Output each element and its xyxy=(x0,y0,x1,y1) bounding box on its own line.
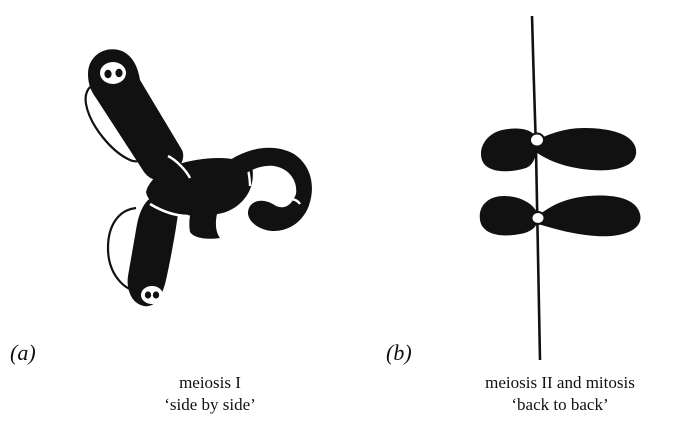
panel-b-caption-line2: ‘back to back’ xyxy=(440,394,680,416)
chromatid-top-left xyxy=(481,128,537,171)
panel-a-letter: (a) xyxy=(10,342,36,364)
panel-a-caption: meiosis I ‘side by side’ xyxy=(100,372,320,416)
panel-b-caption: meiosis II and mitosis ‘back to back’ xyxy=(440,372,680,416)
chromatid-bottom-left xyxy=(480,196,538,235)
centromere-top xyxy=(530,134,544,147)
chromatid-bottom-right xyxy=(538,196,640,237)
chromatid-top-right xyxy=(536,128,636,170)
spindle-fiber-vertical xyxy=(532,16,540,360)
panel-b-illustration xyxy=(480,16,641,360)
panel-a-caption-line1: meiosis I xyxy=(100,372,320,394)
panel-a-illustration xyxy=(86,49,312,306)
centromere-upper xyxy=(100,62,126,84)
panel-a-caption-line2: ‘side by side’ xyxy=(100,394,320,416)
panel-b-letter: (b) xyxy=(386,342,412,364)
centromere-lower xyxy=(141,286,163,304)
centromere-bottom xyxy=(532,212,545,224)
panel-b-caption-line1: meiosis II and mitosis xyxy=(440,372,680,394)
